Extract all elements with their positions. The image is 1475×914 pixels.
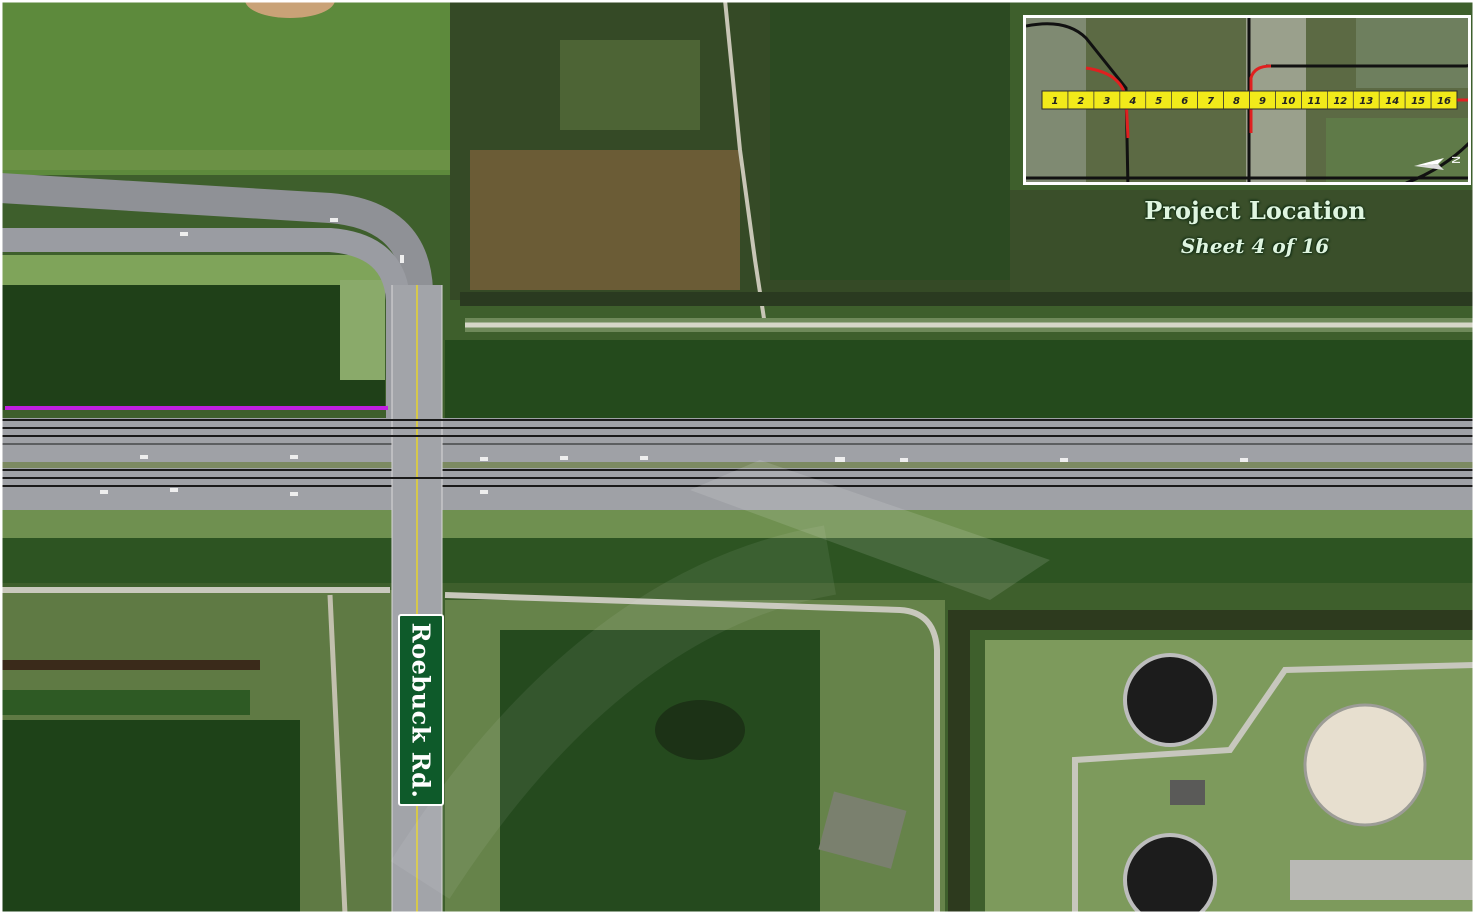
sheet-number: 11 <box>1307 96 1321 107</box>
highway-ramp <box>0 173 433 420</box>
sheet-number: 3 <box>1103 96 1110 107</box>
sheet-number: 1 <box>1052 96 1059 107</box>
sheet-number: 13 <box>1359 96 1373 107</box>
sheet-number: 2 <box>1077 96 1084 107</box>
tree-line-north <box>445 340 1475 420</box>
inset-title: Project Location <box>1144 196 1366 225</box>
tree-line-south <box>0 538 1475 583</box>
sheet-number: 15 <box>1411 96 1425 107</box>
sheet-number: 9 <box>1259 96 1266 107</box>
sheet-number: 5 <box>1155 96 1162 107</box>
sheet-indicator: Sheet 4 of 16 <box>1180 234 1330 258</box>
sheet-number: 7 <box>1207 96 1214 107</box>
sheet-number: 10 <box>1281 96 1295 107</box>
sheet-number: 8 <box>1233 96 1240 107</box>
ballfield <box>245 0 335 18</box>
forest-southwest <box>0 720 300 914</box>
sheet-number: 16 <box>1437 96 1451 107</box>
storage-tank <box>1303 703 1427 827</box>
sheet-cell <box>1430 90 1458 110</box>
sheet-number: 12 <box>1333 96 1347 107</box>
sheet-number: 14 <box>1385 96 1399 107</box>
sheet-number: 6 <box>1181 96 1188 107</box>
clarifier-tank <box>1123 653 1217 747</box>
north-label: N <box>1450 156 1463 164</box>
watermark-arrow <box>690 460 1050 600</box>
vehicles <box>100 218 1248 496</box>
forest-west <box>0 280 385 410</box>
road-name-sign: Roebuck Rd. <box>398 614 444 806</box>
sheet-number: 4 <box>1128 96 1136 107</box>
north-arrow: N <box>1414 156 1463 170</box>
park-lawn <box>0 0 450 175</box>
road-name-label: Roebuck Rd. <box>406 622 436 798</box>
wooded-pond <box>500 630 820 914</box>
